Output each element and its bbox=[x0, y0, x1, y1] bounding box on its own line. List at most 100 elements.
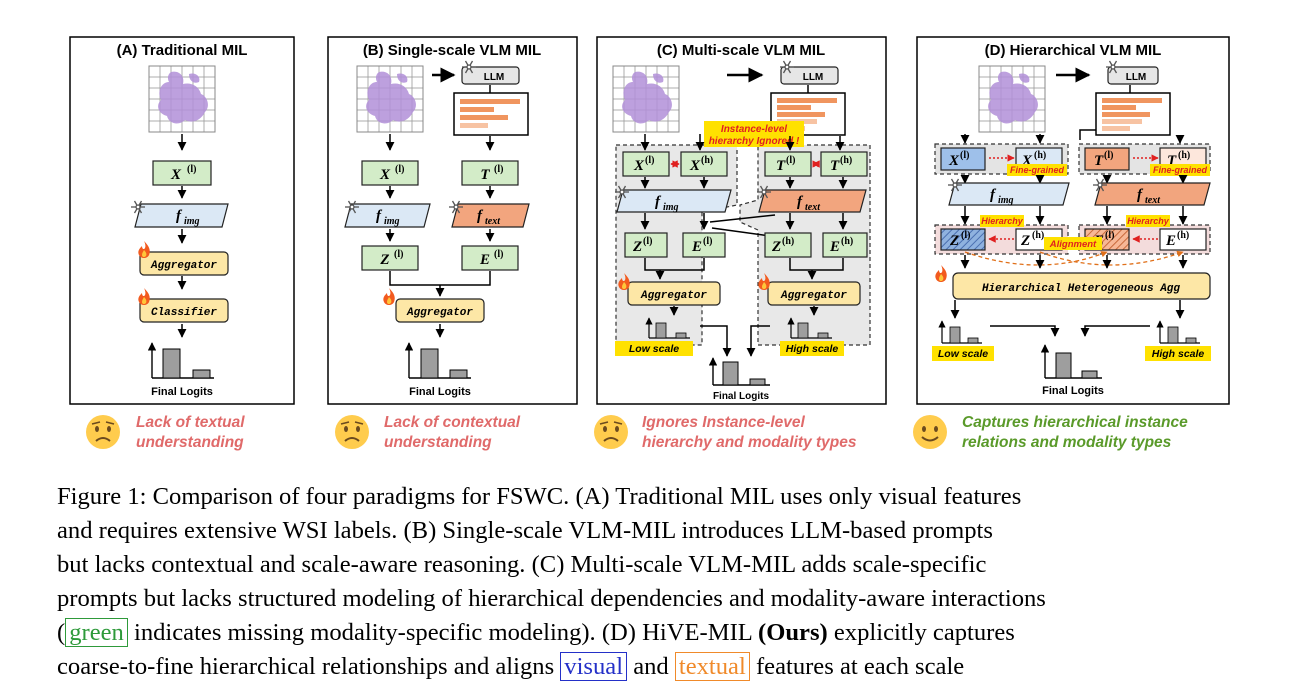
text-encoder-box bbox=[1094, 182, 1211, 206]
hierarchy-highlight bbox=[980, 215, 1024, 227]
final-logits-label: Final Logits bbox=[1042, 385, 1104, 397]
svg-text:X: X bbox=[633, 158, 645, 174]
svg-text:img: img bbox=[998, 195, 1014, 206]
svg-text:(l): (l) bbox=[786, 155, 795, 166]
low-scale-highlight bbox=[932, 346, 994, 361]
svg-text:Aggregator: Aggregator bbox=[640, 290, 707, 302]
svg-text:(l): (l) bbox=[1104, 150, 1113, 161]
e-low-box bbox=[682, 232, 726, 258]
x-low-box bbox=[152, 160, 212, 186]
hierarchy-highlight bbox=[1126, 215, 1170, 227]
green-highlight: green bbox=[65, 618, 128, 647]
textual-highlight: textual bbox=[674, 652, 750, 681]
svg-text:Aggregator: Aggregator bbox=[150, 260, 217, 272]
caption-line: and requires extensive WSI labels. (B) S… bbox=[57, 517, 993, 544]
logits-bar-chart bbox=[404, 342, 471, 379]
aggregator-box bbox=[767, 281, 861, 306]
text-prompt-icon bbox=[453, 92, 529, 136]
aggregator-box bbox=[139, 251, 229, 276]
svg-text:(l): (l) bbox=[645, 155, 654, 166]
wsi-thumbnail bbox=[612, 65, 680, 133]
x-low-box bbox=[940, 147, 986, 171]
svg-text:(h): (h) bbox=[782, 236, 794, 247]
svg-text:text: text bbox=[485, 216, 501, 227]
panel-d: (D) Hierarchical VLM MIL LLM X (l) X (h)… bbox=[912, 36, 1230, 451]
verdict-text: understanding bbox=[384, 434, 492, 451]
panel-a-title: (A) Traditional MIL bbox=[117, 42, 248, 59]
svg-text:T: T bbox=[1094, 153, 1104, 169]
caption-line: but lacks contextual and scale-aware rea… bbox=[57, 551, 987, 578]
caption-line: prompts but lacks structured modeling of… bbox=[57, 585, 1046, 612]
verdict-text: Lack of contextual bbox=[384, 414, 521, 431]
final-logits-label: Final Logits bbox=[713, 391, 770, 402]
svg-text:T: T bbox=[830, 158, 840, 174]
t-high-box bbox=[820, 151, 868, 177]
sad-face-icon bbox=[85, 414, 121, 450]
svg-text:text: text bbox=[805, 202, 821, 213]
svg-text:f: f bbox=[1137, 187, 1144, 203]
image-encoder-box bbox=[616, 189, 732, 213]
sad-face-icon bbox=[593, 414, 629, 450]
text-encoder-box bbox=[758, 189, 867, 213]
svg-text:E: E bbox=[479, 252, 490, 268]
svg-text:Z: Z bbox=[771, 239, 781, 255]
logits-bar-chart bbox=[1040, 344, 1102, 379]
aggregator-box bbox=[395, 298, 485, 323]
high-scale-logits bbox=[1156, 320, 1200, 344]
alignment-highlight bbox=[1044, 237, 1102, 250]
z-low-box bbox=[361, 245, 419, 271]
visual-highlight: visual bbox=[560, 652, 628, 681]
annotation-text: Instance-level bbox=[721, 124, 787, 135]
fine-grained-label: Fine-grained bbox=[1010, 165, 1065, 175]
verdict-text: Captures hierarchical instance bbox=[962, 414, 1188, 431]
wsi-thumbnail bbox=[356, 65, 424, 133]
svg-text:(h): (h) bbox=[840, 155, 852, 166]
caption-line: Figure 1: Comparison of four paradigms f… bbox=[57, 483, 1022, 510]
e-high-box bbox=[822, 232, 868, 258]
x-mark-icon: × bbox=[672, 159, 678, 171]
logits-bar-chart bbox=[708, 357, 770, 386]
svg-text:(l): (l) bbox=[1105, 230, 1114, 241]
verdict-text: Lack of textual bbox=[136, 414, 245, 431]
t-low-box bbox=[461, 160, 519, 186]
svg-text:(l): (l) bbox=[187, 164, 196, 175]
svg-text:E: E bbox=[829, 239, 840, 255]
high-scale-logits bbox=[787, 317, 832, 339]
happy-face-icon bbox=[912, 414, 948, 450]
svg-text:X: X bbox=[379, 167, 391, 183]
verdict-text: relations and modality types bbox=[962, 434, 1172, 451]
svg-text:(h): (h) bbox=[1032, 230, 1044, 241]
z-low-box bbox=[624, 232, 668, 258]
image-encoder-box bbox=[134, 203, 229, 228]
figure-diagram: (A) Traditional MIL X (l) f img Aggregat… bbox=[69, 36, 1230, 451]
sad-face-icon bbox=[334, 414, 370, 450]
svg-text:LLM: LLM bbox=[1126, 72, 1147, 83]
svg-text:T: T bbox=[776, 158, 786, 174]
svg-text:LLM: LLM bbox=[803, 72, 824, 83]
svg-text:T: T bbox=[480, 167, 490, 183]
svg-text:text: text bbox=[1145, 195, 1161, 206]
high-scale-highlight bbox=[780, 341, 844, 356]
wsi-thumbnail bbox=[148, 65, 216, 133]
panel-c: (C) Multi-scale VLM MIL LLM Instance-lev… bbox=[593, 36, 887, 451]
svg-text:E: E bbox=[1165, 233, 1176, 249]
hierarchy-label: Hierarchy bbox=[1127, 216, 1170, 226]
figure-caption: Figure 1: Comparison of four paradigms f… bbox=[57, 480, 1243, 684]
svg-text:f: f bbox=[176, 208, 183, 224]
svg-text:Aggregator: Aggregator bbox=[406, 307, 473, 319]
logits-bar-chart bbox=[147, 342, 214, 379]
fine-grained-highlight bbox=[1150, 164, 1210, 176]
svg-text:(l): (l) bbox=[961, 230, 970, 241]
x-low-box bbox=[622, 151, 670, 177]
caption-line: coarse-to-fine hierarchical relationship… bbox=[57, 652, 965, 681]
wsi-thumbnail bbox=[978, 65, 1046, 133]
x-mark-icon: × bbox=[813, 159, 819, 171]
svg-text:(l): (l) bbox=[643, 236, 652, 247]
hierarchy-label: Hierarchy bbox=[981, 216, 1024, 226]
e-high-box bbox=[1159, 228, 1207, 251]
z-low-box bbox=[940, 228, 986, 251]
svg-text:img: img bbox=[184, 216, 200, 227]
panel-a: (A) Traditional MIL X (l) f img Aggregat… bbox=[69, 36, 295, 451]
svg-text:E: E bbox=[691, 239, 702, 255]
panel-b: (B) Single-scale VLM MIL LLM X (l) T (l)… bbox=[327, 36, 578, 451]
